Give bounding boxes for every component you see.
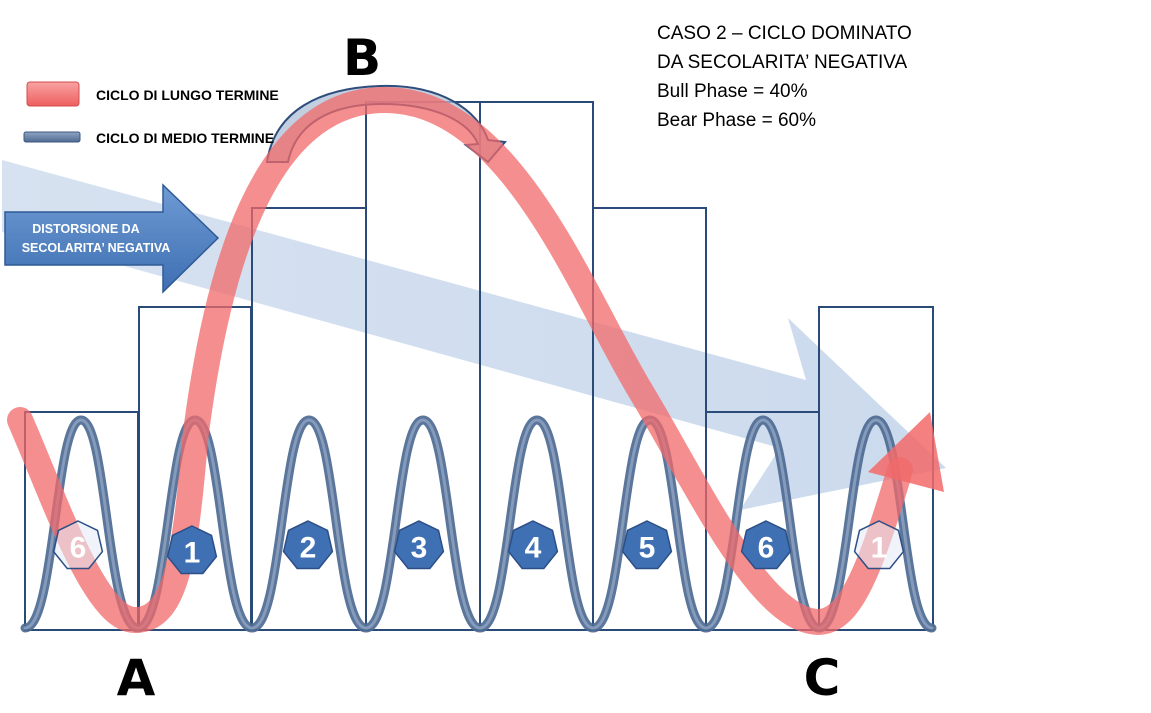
legend-label-long-term: CICLO DI LUNGO TERMINE: [96, 87, 279, 103]
cycle-badge-label: 5: [639, 532, 656, 565]
cycle-badge-label: 6: [758, 532, 775, 565]
medium-term-cycle: [20, 415, 937, 633]
cycle-badge-shape: [166, 525, 218, 575]
cycle-badge-label: 1: [871, 532, 888, 565]
legend-label-medium-term: CICLO DI MEDIO TERMINE: [96, 130, 274, 146]
title-line-3: Bull Phase = 40%: [657, 81, 808, 102]
long-term-wave: [7, 86, 913, 636]
cycle-badge-label: 4: [525, 532, 542, 565]
legend-swatch-medium-term: [23, 131, 81, 143]
legend: CICLO DI LUNGO TERMINE CICLO DI MEDIO TE…: [23, 81, 279, 146]
long-term-cycle: [7, 86, 944, 636]
point-label-c: C: [804, 649, 841, 707]
cycle-badge-shape: [507, 520, 559, 570]
cycle-badge-shape: [740, 520, 792, 570]
distortion-arrow: DISTORSIONE DA SECOLARITA’ NEGATIVA: [4, 183, 220, 294]
title-block: CASO 2 – CICLO DOMINATO DA SECOLARITA’ N…: [657, 23, 912, 131]
cycle-boxes: [24, 101, 934, 631]
cycle-badge-label: 1: [184, 537, 201, 570]
cycle-badge-shape: [52, 520, 104, 570]
cycle-badge-shape: [621, 520, 673, 570]
point-label-b: B: [343, 29, 381, 87]
medium-term-wave-highlight: [23, 418, 934, 630]
cycle-badge-shape: [853, 520, 905, 570]
title-line-2: DA SECOLARITA’ NEGATIVA: [657, 52, 908, 73]
distortion-label-line-2: SECOLARITA’ NEGATIVA: [22, 241, 171, 255]
cycle-badge-shape: [282, 520, 334, 570]
legend-swatch-long-term: [26, 81, 80, 107]
distortion-label-line-1: DISTORSIONE DA: [32, 222, 139, 236]
cycle-badge-label: 3: [411, 532, 428, 565]
title-line-1: CASO 2 – CICLO DOMINATO: [657, 23, 912, 44]
cycle-number-badges: 6 1 2 3 4 5 6 1: [52, 520, 905, 575]
cycle-badge-label: 6: [70, 532, 87, 565]
cycle-badge-shape: [393, 520, 445, 570]
title-line-4: Bear Phase = 60%: [657, 110, 816, 131]
point-label-a: A: [117, 649, 156, 707]
cycle-badge-label: 2: [300, 532, 317, 565]
long-term-arrowhead: [868, 412, 944, 492]
